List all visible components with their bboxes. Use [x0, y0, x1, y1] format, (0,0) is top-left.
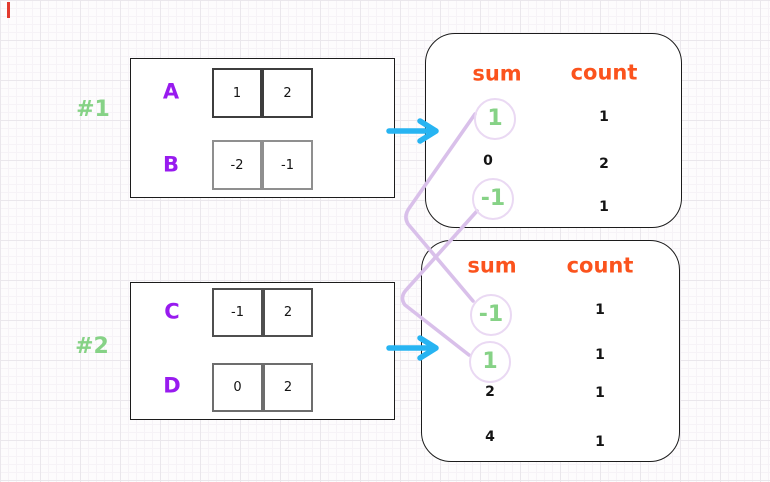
- count-value: 1: [595, 434, 605, 450]
- cell-value: -1: [231, 305, 244, 320]
- highlight-circle: 1: [469, 341, 511, 383]
- cell-value: -1: [281, 157, 294, 173]
- array-row-label-d: D: [163, 373, 181, 398]
- highlight-circle: -1: [472, 178, 514, 220]
- array-cell: 2: [263, 363, 313, 412]
- sum-value-highlighted: 1: [487, 106, 503, 131]
- count-value: 1: [595, 385, 605, 401]
- array-cell: 0: [212, 363, 263, 412]
- sum-value-highlighted: -1: [480, 186, 506, 211]
- margin-line: [7, 2, 10, 18]
- array-row-label-c: C: [164, 299, 180, 324]
- sum-header: sum: [472, 61, 522, 86]
- array-row-label-b: B: [162, 152, 180, 177]
- result-panel-1: [425, 33, 682, 228]
- sum-value: 2: [485, 384, 495, 400]
- sum-value: 0: [483, 153, 493, 169]
- result-panel-2: [421, 240, 680, 462]
- array-row-label-a: A: [162, 79, 180, 104]
- cell-value: 2: [283, 380, 293, 395]
- cell-value: 1: [232, 85, 242, 101]
- array-cell: 1: [212, 68, 262, 118]
- array-cell: 2: [262, 68, 313, 118]
- cell-value: 2: [283, 85, 292, 101]
- array-cell: -2: [212, 140, 262, 190]
- count-value: 1: [599, 109, 609, 125]
- cell-value: 0: [233, 380, 242, 395]
- array-cell: -1: [262, 140, 313, 190]
- group-1-label: #1: [76, 97, 110, 122]
- group-2-label: #2: [75, 334, 109, 359]
- highlight-circle: 1: [474, 98, 516, 140]
- count-value: 1: [595, 347, 605, 363]
- cell-value: 2: [283, 305, 293, 320]
- array-cell: -1: [212, 288, 263, 337]
- count-header: count: [566, 253, 634, 278]
- count-value: 2: [599, 156, 609, 172]
- count-value: 1: [599, 199, 609, 215]
- sum-header: sum: [467, 253, 517, 278]
- sum-value-highlighted: 1: [482, 349, 498, 374]
- count-value: 1: [595, 302, 605, 318]
- highlight-circle: -1: [470, 294, 512, 336]
- sum-value-highlighted: -1: [478, 302, 504, 327]
- array-cell: 2: [263, 288, 313, 337]
- cell-value: -2: [230, 157, 244, 173]
- sum-value: 4: [485, 429, 495, 445]
- count-header: count: [570, 60, 638, 85]
